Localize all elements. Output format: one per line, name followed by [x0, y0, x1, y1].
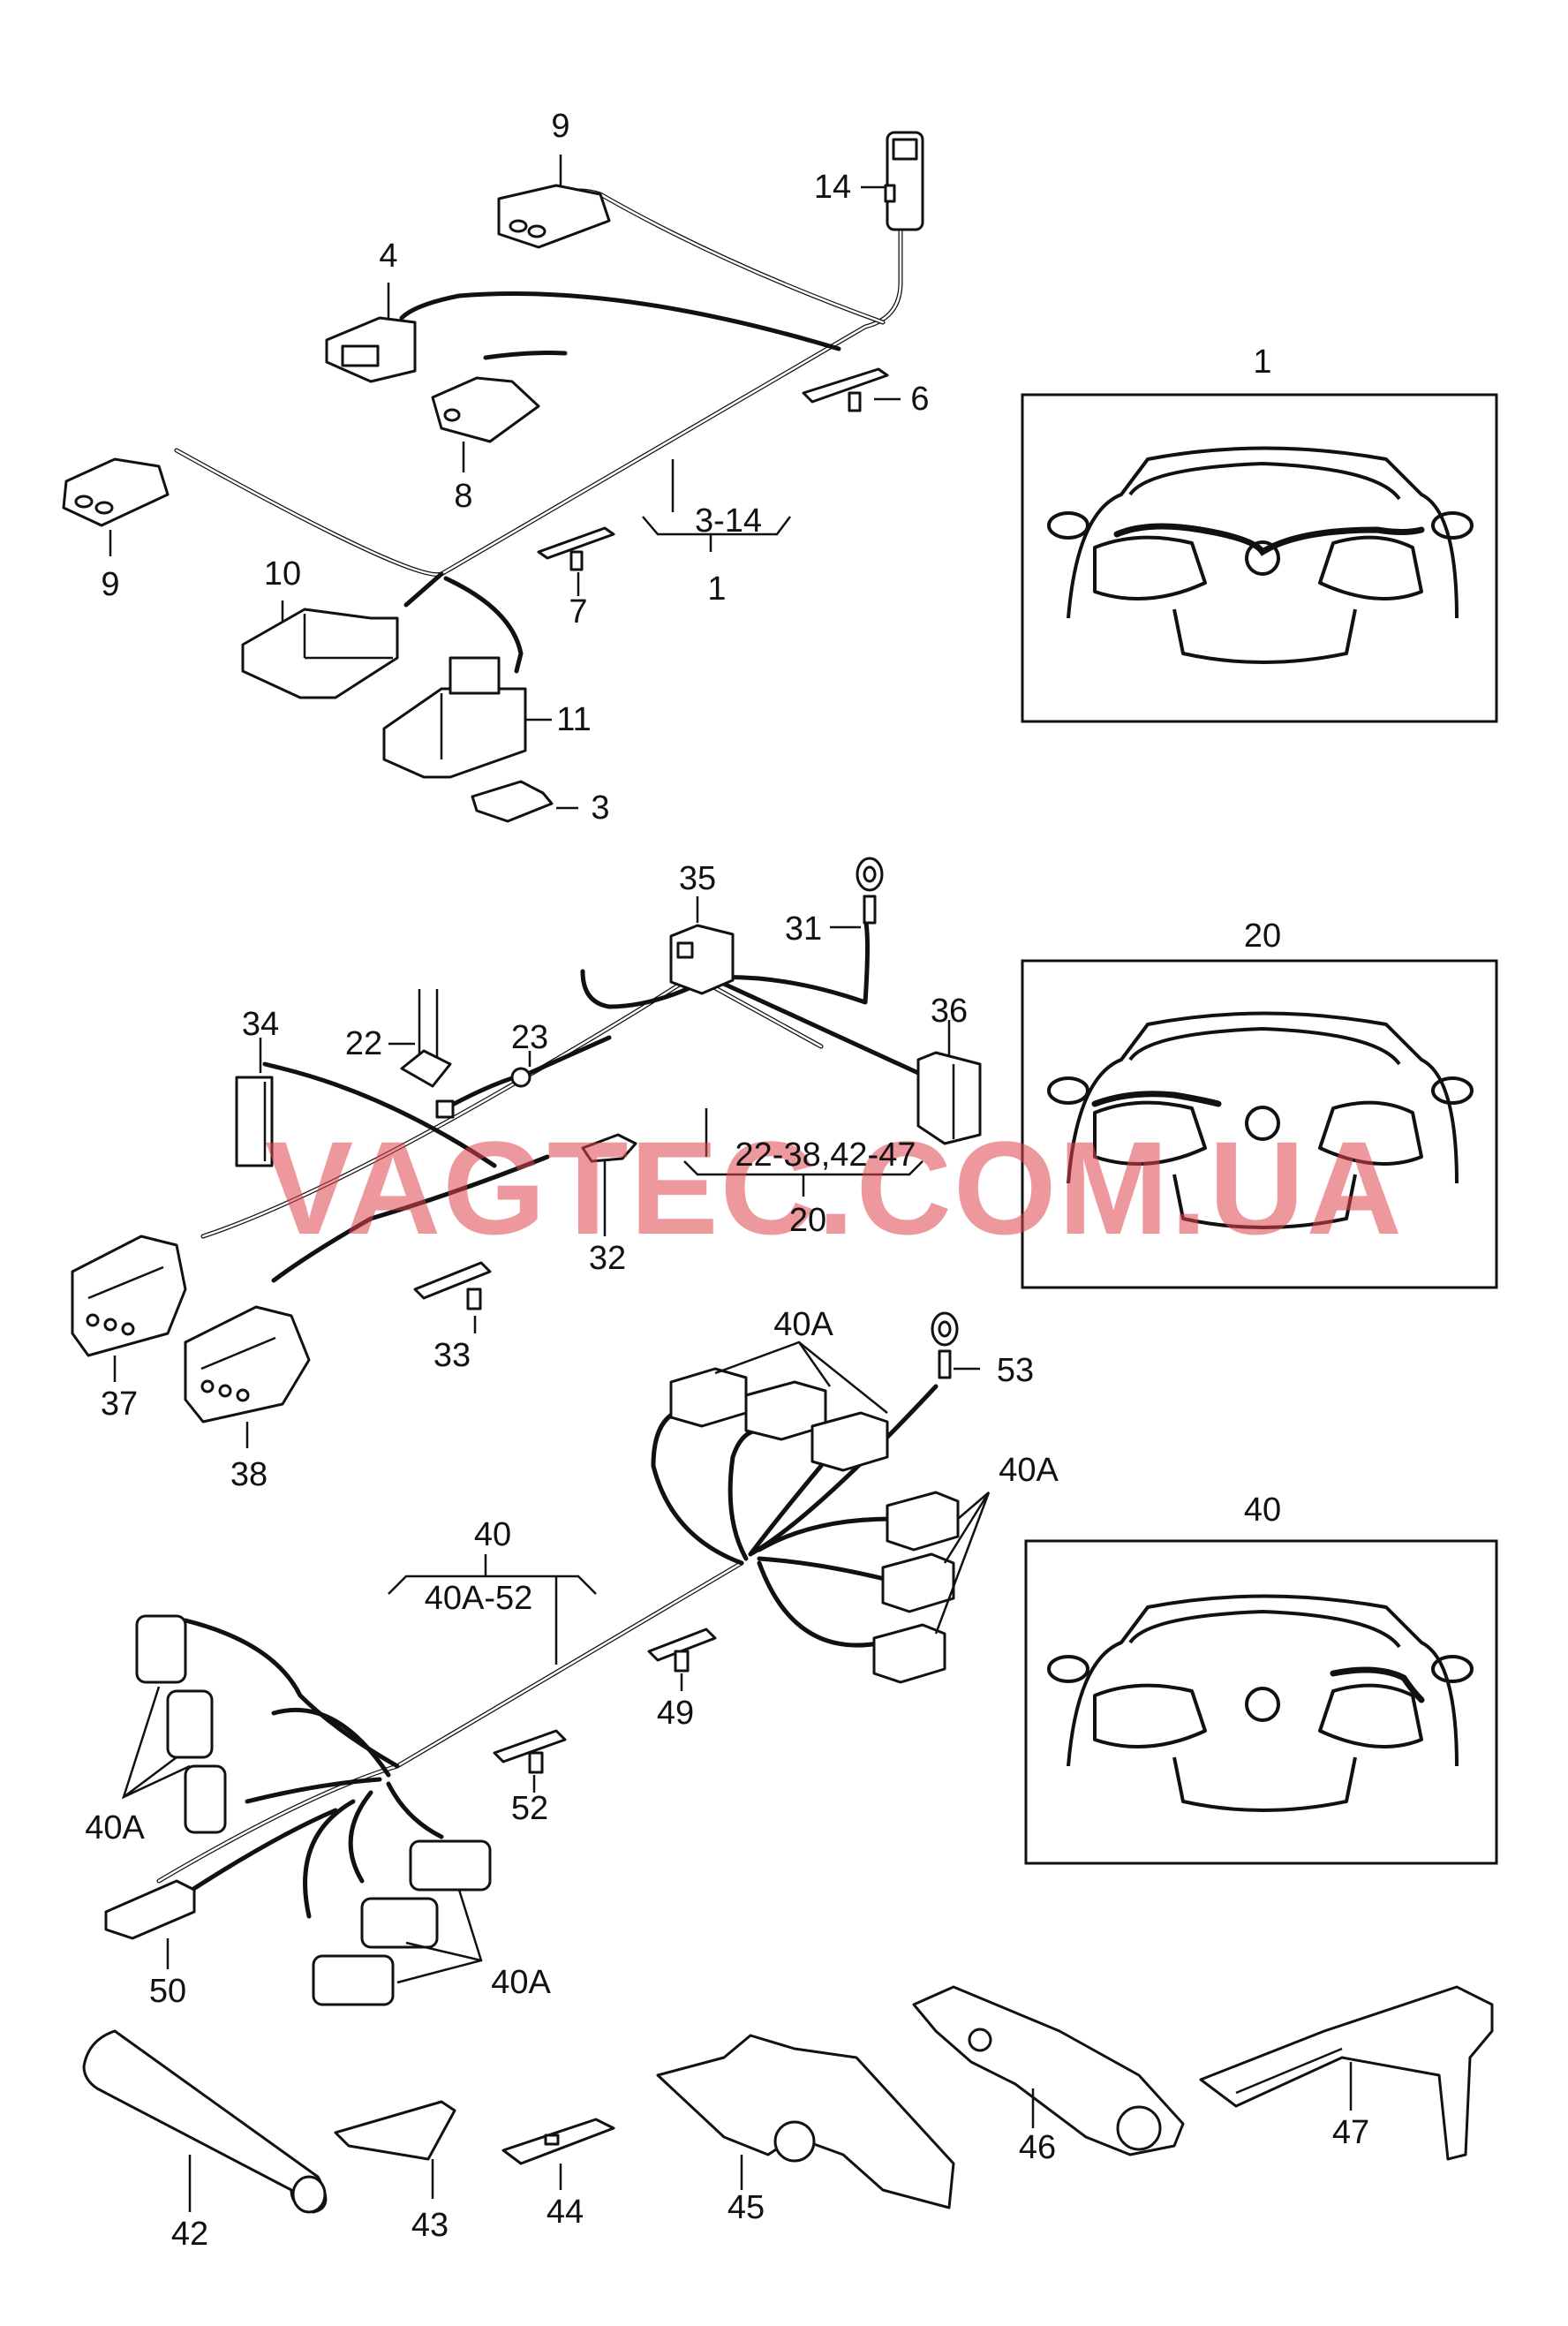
connector-36 [916, 1020, 982, 1145]
connector-40A-bottom [312, 1839, 492, 2006]
callout-4: 4 [379, 238, 398, 275]
harness-1 [174, 188, 903, 674]
clip-52 [493, 1729, 567, 1793]
callout-11: 11 [556, 701, 592, 738]
callout-33: 33 [433, 1337, 471, 1374]
callout-49: 49 [656, 1695, 695, 1732]
connector-14 [861, 131, 924, 231]
callout-1-harness: 1 [707, 570, 727, 608]
callout-31: 31 [784, 910, 823, 948]
view-title-1: 1 [1253, 344, 1272, 381]
callout-32: 32 [588, 1240, 627, 1277]
connector-8 [431, 376, 540, 472]
callout-34: 34 [241, 1006, 280, 1043]
connector-40A-upper [669, 1340, 889, 1472]
ring-terminal-53 [931, 1311, 980, 1379]
callout-43: 43 [411, 2207, 449, 2244]
sleeve-42 [82, 2029, 328, 2214]
callout-40A-top: 40A [773, 1306, 833, 1343]
connector-9-top [497, 155, 611, 249]
connector-34 [235, 1038, 274, 1167]
connector-4 [325, 283, 417, 383]
clip-32 [581, 1133, 637, 1236]
harness-40 [156, 1384, 939, 1919]
callout-44: 44 [546, 2194, 584, 2231]
callout-8: 8 [454, 478, 473, 515]
harness-20 [200, 916, 923, 1283]
callout-45: 45 [727, 2189, 765, 2226]
view-title-20: 20 [1243, 918, 1282, 955]
connector-50 [104, 1879, 196, 1969]
callout-53: 53 [996, 1352, 1035, 1389]
callout-40A-bottom: 40A [491, 1964, 551, 2001]
callout-40A-right: 40A [999, 1452, 1059, 1489]
clip-33 [413, 1261, 492, 1333]
tape-43 [334, 2100, 456, 2199]
callout-9-top: 9 [551, 108, 570, 145]
vehicle-view-40 [1024, 1539, 1498, 1865]
callout-range-3-14: 3-14 [694, 502, 763, 540]
callout-20-harness: 20 [788, 1202, 827, 1239]
vehicle-view-20 [1021, 959, 1498, 1289]
callout-14: 14 [813, 169, 852, 206]
clip-7 [537, 526, 615, 596]
callout-23: 23 [510, 1019, 549, 1056]
bracket-46 [912, 1985, 1185, 2156]
callout-47: 47 [1331, 2114, 1370, 2151]
callout-9-left: 9 [101, 566, 120, 603]
bracket-22 [388, 989, 452, 1088]
bracket-45 [656, 2034, 955, 2209]
clip-6 [802, 367, 901, 412]
connector-38 [184, 1305, 311, 1448]
callout-10: 10 [263, 555, 302, 593]
callout-38: 38 [230, 1456, 268, 1493]
callout-37: 37 [100, 1386, 139, 1423]
callout-6: 6 [910, 381, 930, 418]
watermark: VAGTEC.COM.UA [265, 1114, 1404, 1262]
view-title-40: 40 [1243, 1492, 1282, 1529]
callout-7: 7 [569, 593, 588, 631]
ring-terminal-31 [830, 857, 884, 929]
connector-35 [669, 896, 735, 995]
connector-11 [382, 656, 552, 779]
callout-22: 22 [344, 1025, 383, 1062]
callout-40-harness: 40 [473, 1516, 512, 1553]
clip-3 [471, 780, 578, 823]
connector-10 [241, 600, 399, 699]
callout-range-22-38: 22-38,42-47 [735, 1137, 916, 1174]
callout-36: 36 [930, 993, 969, 1030]
connector-40A-left [121, 1614, 227, 1834]
connector-37 [71, 1235, 187, 1382]
callout-50: 50 [148, 1973, 187, 2010]
clip-44 [501, 2118, 615, 2190]
callout-range-40A-52: 40A-52 [424, 1580, 533, 1617]
callout-42: 42 [170, 2216, 209, 2253]
callout-40A-left: 40A [85, 1809, 145, 1846]
connector-40A-right [872, 1491, 991, 1684]
connector-9-left [62, 457, 170, 556]
vehicle-view-1 [1021, 393, 1498, 723]
clip-49 [647, 1627, 717, 1691]
callout-3: 3 [591, 789, 610, 827]
callout-35: 35 [678, 860, 717, 897]
callout-46: 46 [1018, 2129, 1057, 2166]
callout-52: 52 [510, 1790, 549, 1827]
bracket-47 [1199, 1985, 1494, 2161]
cable-23 [435, 1035, 612, 1119]
